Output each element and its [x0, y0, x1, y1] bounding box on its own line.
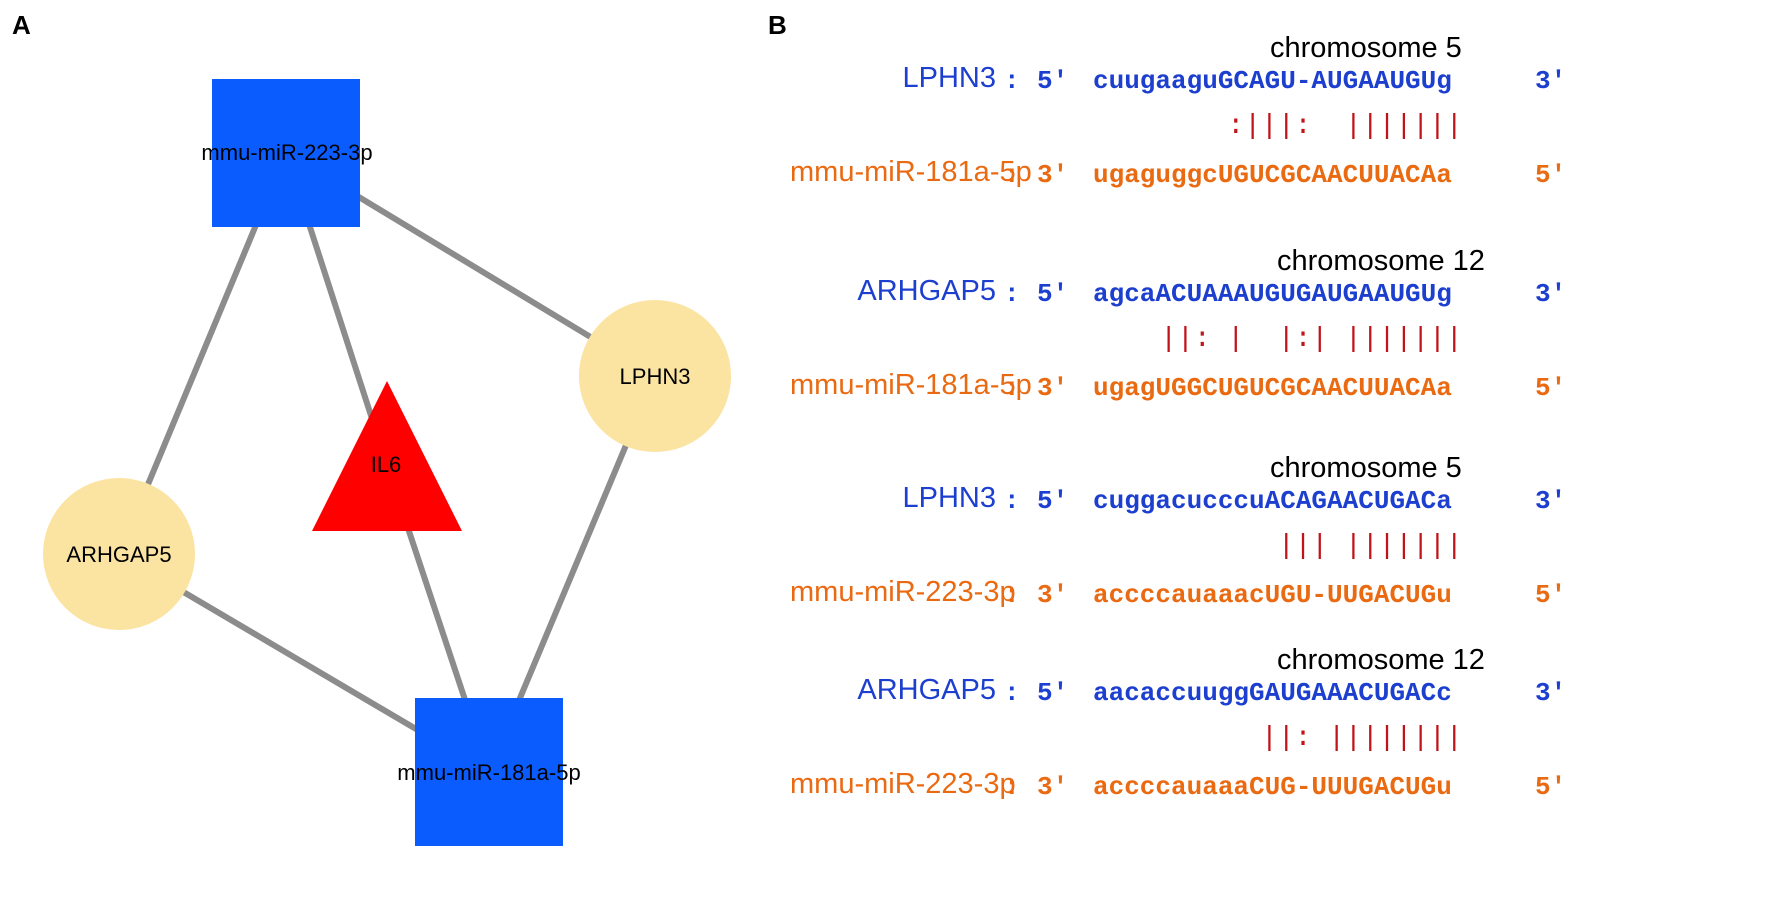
gene-separator: :: [1004, 279, 1020, 309]
gene-5prime-end: 5': [1037, 66, 1069, 96]
node-mmu-mir-181a-5p: [415, 698, 563, 846]
gene-sequence: cuggacucccuACAGAACUGACa: [1093, 486, 1452, 516]
gene-separator: :: [1004, 678, 1020, 708]
mirna-3prime-end: 3': [1037, 772, 1069, 802]
panel-a-label: A: [12, 10, 31, 40]
gene-separator: :: [1004, 66, 1020, 96]
mirna-name: mmu-miR-181a-5p: [790, 156, 1032, 188]
mirna-3prime-end: 3': [1037, 373, 1069, 403]
mirna-5prime-end: 5': [1535, 580, 1567, 610]
gene-name: ARHGAP5: [857, 275, 996, 307]
gene-name: LPHN3: [902, 62, 997, 94]
node-label-il6: IL6: [371, 452, 402, 477]
mirna-separator: :: [1004, 373, 1020, 403]
chromosome-label: chromosome 12: [1277, 644, 1485, 676]
mirna-3prime-end: 3': [1037, 160, 1069, 190]
gene-5prime-end: 5': [1037, 279, 1069, 309]
gene-3prime-end: 3': [1535, 279, 1567, 309]
mirna-name: mmu-miR-181a-5p: [790, 369, 1032, 401]
gene-3prime-end: 3': [1535, 486, 1567, 516]
gene-5prime-end: 5': [1037, 486, 1069, 516]
base-pairing: ||: | |:| |||||||: [1093, 324, 1463, 355]
gene-name: LPHN3: [902, 482, 997, 514]
mirna-separator: :: [1004, 580, 1020, 610]
node-mmu-mir-223-3p: [212, 79, 360, 227]
mirna-5prime-end: 5': [1535, 160, 1567, 190]
mirna-sequence: accccauaaaCUG-UUUGACUGu: [1093, 772, 1452, 802]
gene-sequence: agcaACUAAAUGUGAUGAAUGUg: [1093, 279, 1452, 309]
gene-name: ARHGAP5: [857, 674, 996, 706]
node-il6: [312, 381, 462, 531]
gene-5prime-end: 5': [1037, 678, 1069, 708]
base-pairing: ||| |||||||: [1093, 531, 1463, 562]
interaction-network: mmu-miR-223-3p mmu-miR-181a-5p IL6 LPHN3ARH…: [43, 79, 731, 846]
node-arhgap5: [43, 478, 195, 630]
mirna-sequence: ugaguggcUGUCGCAACUUACAa: [1093, 160, 1452, 190]
gene-sequence: aacaccuuggGAUGAAACUGACc: [1093, 678, 1452, 708]
mirna-separator: :: [1004, 160, 1020, 190]
gene-3prime-end: 3': [1535, 66, 1567, 96]
mirna-sequence: accccauaaacUGU-UUGACUGu: [1093, 580, 1452, 610]
panel-b-label: B: [768, 10, 787, 40]
gene-3prime-end: 3': [1535, 678, 1567, 708]
chromosome-label: chromosome 5: [1270, 452, 1462, 484]
mirna-sequence: ugagUGGCUGUCGCAACUUACAa: [1093, 373, 1452, 403]
base-pairing: :|||: |||||||: [1093, 111, 1463, 142]
node-lphn3: [579, 300, 731, 452]
chromosome-label: chromosome 12: [1277, 245, 1485, 277]
node-label-lphn3: LPHN3: [620, 364, 691, 389]
node-label-mmu-mir-181a-5p: mmu-miR-181a-5p: [397, 760, 580, 785]
gene-separator: :: [1004, 486, 1020, 516]
chromosome-label: chromosome 5: [1270, 32, 1462, 64]
mirna-5prime-end: 5': [1535, 772, 1567, 802]
node-label-arhgap5: ARHGAP5: [66, 542, 171, 567]
mirna-3prime-end: 3': [1037, 580, 1069, 610]
mirna-name: mmu-miR-223-3p: [790, 768, 1016, 800]
gene-sequence: cuugaaguGCAGU-AUGAAUGUg: [1093, 66, 1452, 96]
node-label-mmu-mir-223-3p: mmu-miR-223-3p: [201, 140, 372, 165]
mirna-name: mmu-miR-223-3p: [790, 576, 1016, 608]
mirna-5prime-end: 5': [1535, 373, 1567, 403]
base-pairing: ||: ||||||||: [1093, 723, 1463, 754]
mirna-separator: :: [1004, 772, 1020, 802]
